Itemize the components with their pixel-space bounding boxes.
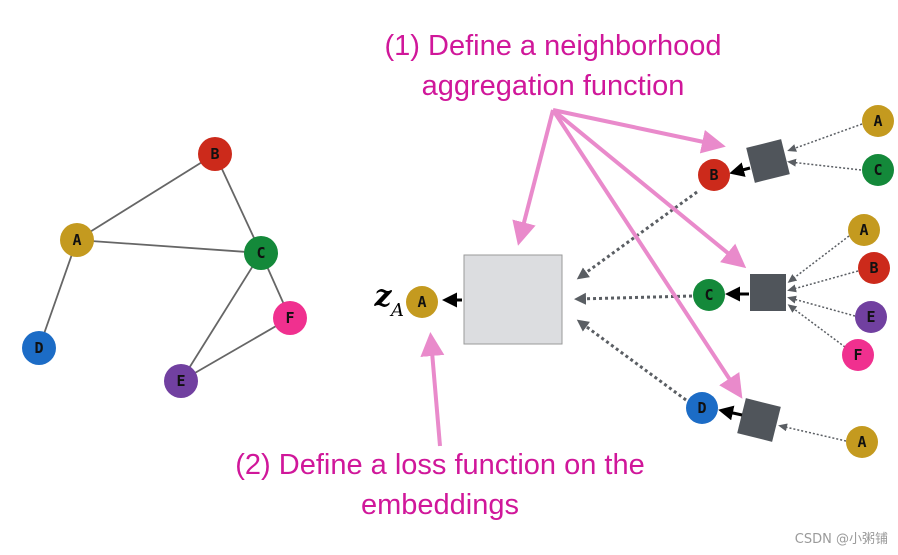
- svg-text:A: A: [857, 433, 866, 451]
- caption-step2-line1: (2) Define a loss function on the: [235, 449, 644, 481]
- aggregation-box-c: [750, 274, 786, 311]
- caption-step2-line2: embeddings: [361, 489, 519, 521]
- svg-text:E: E: [176, 372, 185, 390]
- svg-text:D: D: [34, 339, 43, 357]
- svg-text:B: B: [709, 166, 718, 184]
- aggregation-box-d: [737, 398, 781, 442]
- svg-text:A: A: [873, 112, 882, 130]
- svg-text:D: D: [697, 399, 706, 417]
- graph-node-f: F: [273, 301, 307, 335]
- leaf-node-a: A: [846, 426, 878, 458]
- svg-text:F: F: [853, 346, 862, 364]
- svg-text:C: C: [873, 161, 882, 179]
- leaf-node-e: E: [855, 301, 887, 333]
- computation-graph: z A A B C D A C A B E F A: [373, 105, 894, 458]
- svg-text:B: B: [869, 259, 878, 277]
- svg-text:F: F: [285, 309, 294, 327]
- graph-node-c: C: [244, 236, 278, 270]
- target-node-a: A: [406, 286, 438, 318]
- neighbor-node-d: D: [686, 392, 718, 424]
- leaf-node-a: A: [848, 214, 880, 246]
- leaf-node-b: B: [858, 252, 890, 284]
- svg-text:E: E: [866, 308, 875, 326]
- input-graph: A B C D E F: [22, 137, 307, 398]
- graph-node-e: E: [164, 364, 198, 398]
- graph-node-a: A: [60, 223, 94, 257]
- watermark: CSDN @小粥铺: [795, 531, 888, 547]
- embedding-subscript: A: [389, 300, 404, 321]
- leaf-node-a: A: [862, 105, 894, 137]
- svg-text:A: A: [417, 293, 426, 311]
- aggregation-box-root: [463, 254, 563, 345]
- leaf-node-c: C: [862, 154, 894, 186]
- svg-text:C: C: [704, 286, 713, 304]
- aggregation-box-b: [746, 139, 790, 183]
- neighbor-node-b: B: [698, 159, 730, 191]
- svg-text:C: C: [256, 244, 265, 262]
- embedding-label: z: [373, 279, 392, 314]
- svg-text:A: A: [72, 231, 81, 249]
- caption-step1-line2: aggregation function: [422, 70, 685, 102]
- annotation-arrows: [420, 108, 747, 447]
- svg-text:A: A: [859, 221, 868, 239]
- leaf-node-f: F: [842, 339, 874, 371]
- svg-text:B: B: [210, 145, 219, 163]
- graph-node-b: B: [198, 137, 232, 171]
- caption-step1-line1: (1) Define a neighborhood: [385, 30, 722, 62]
- neighbor-node-c: C: [693, 279, 725, 311]
- graph-node-d: D: [22, 331, 56, 365]
